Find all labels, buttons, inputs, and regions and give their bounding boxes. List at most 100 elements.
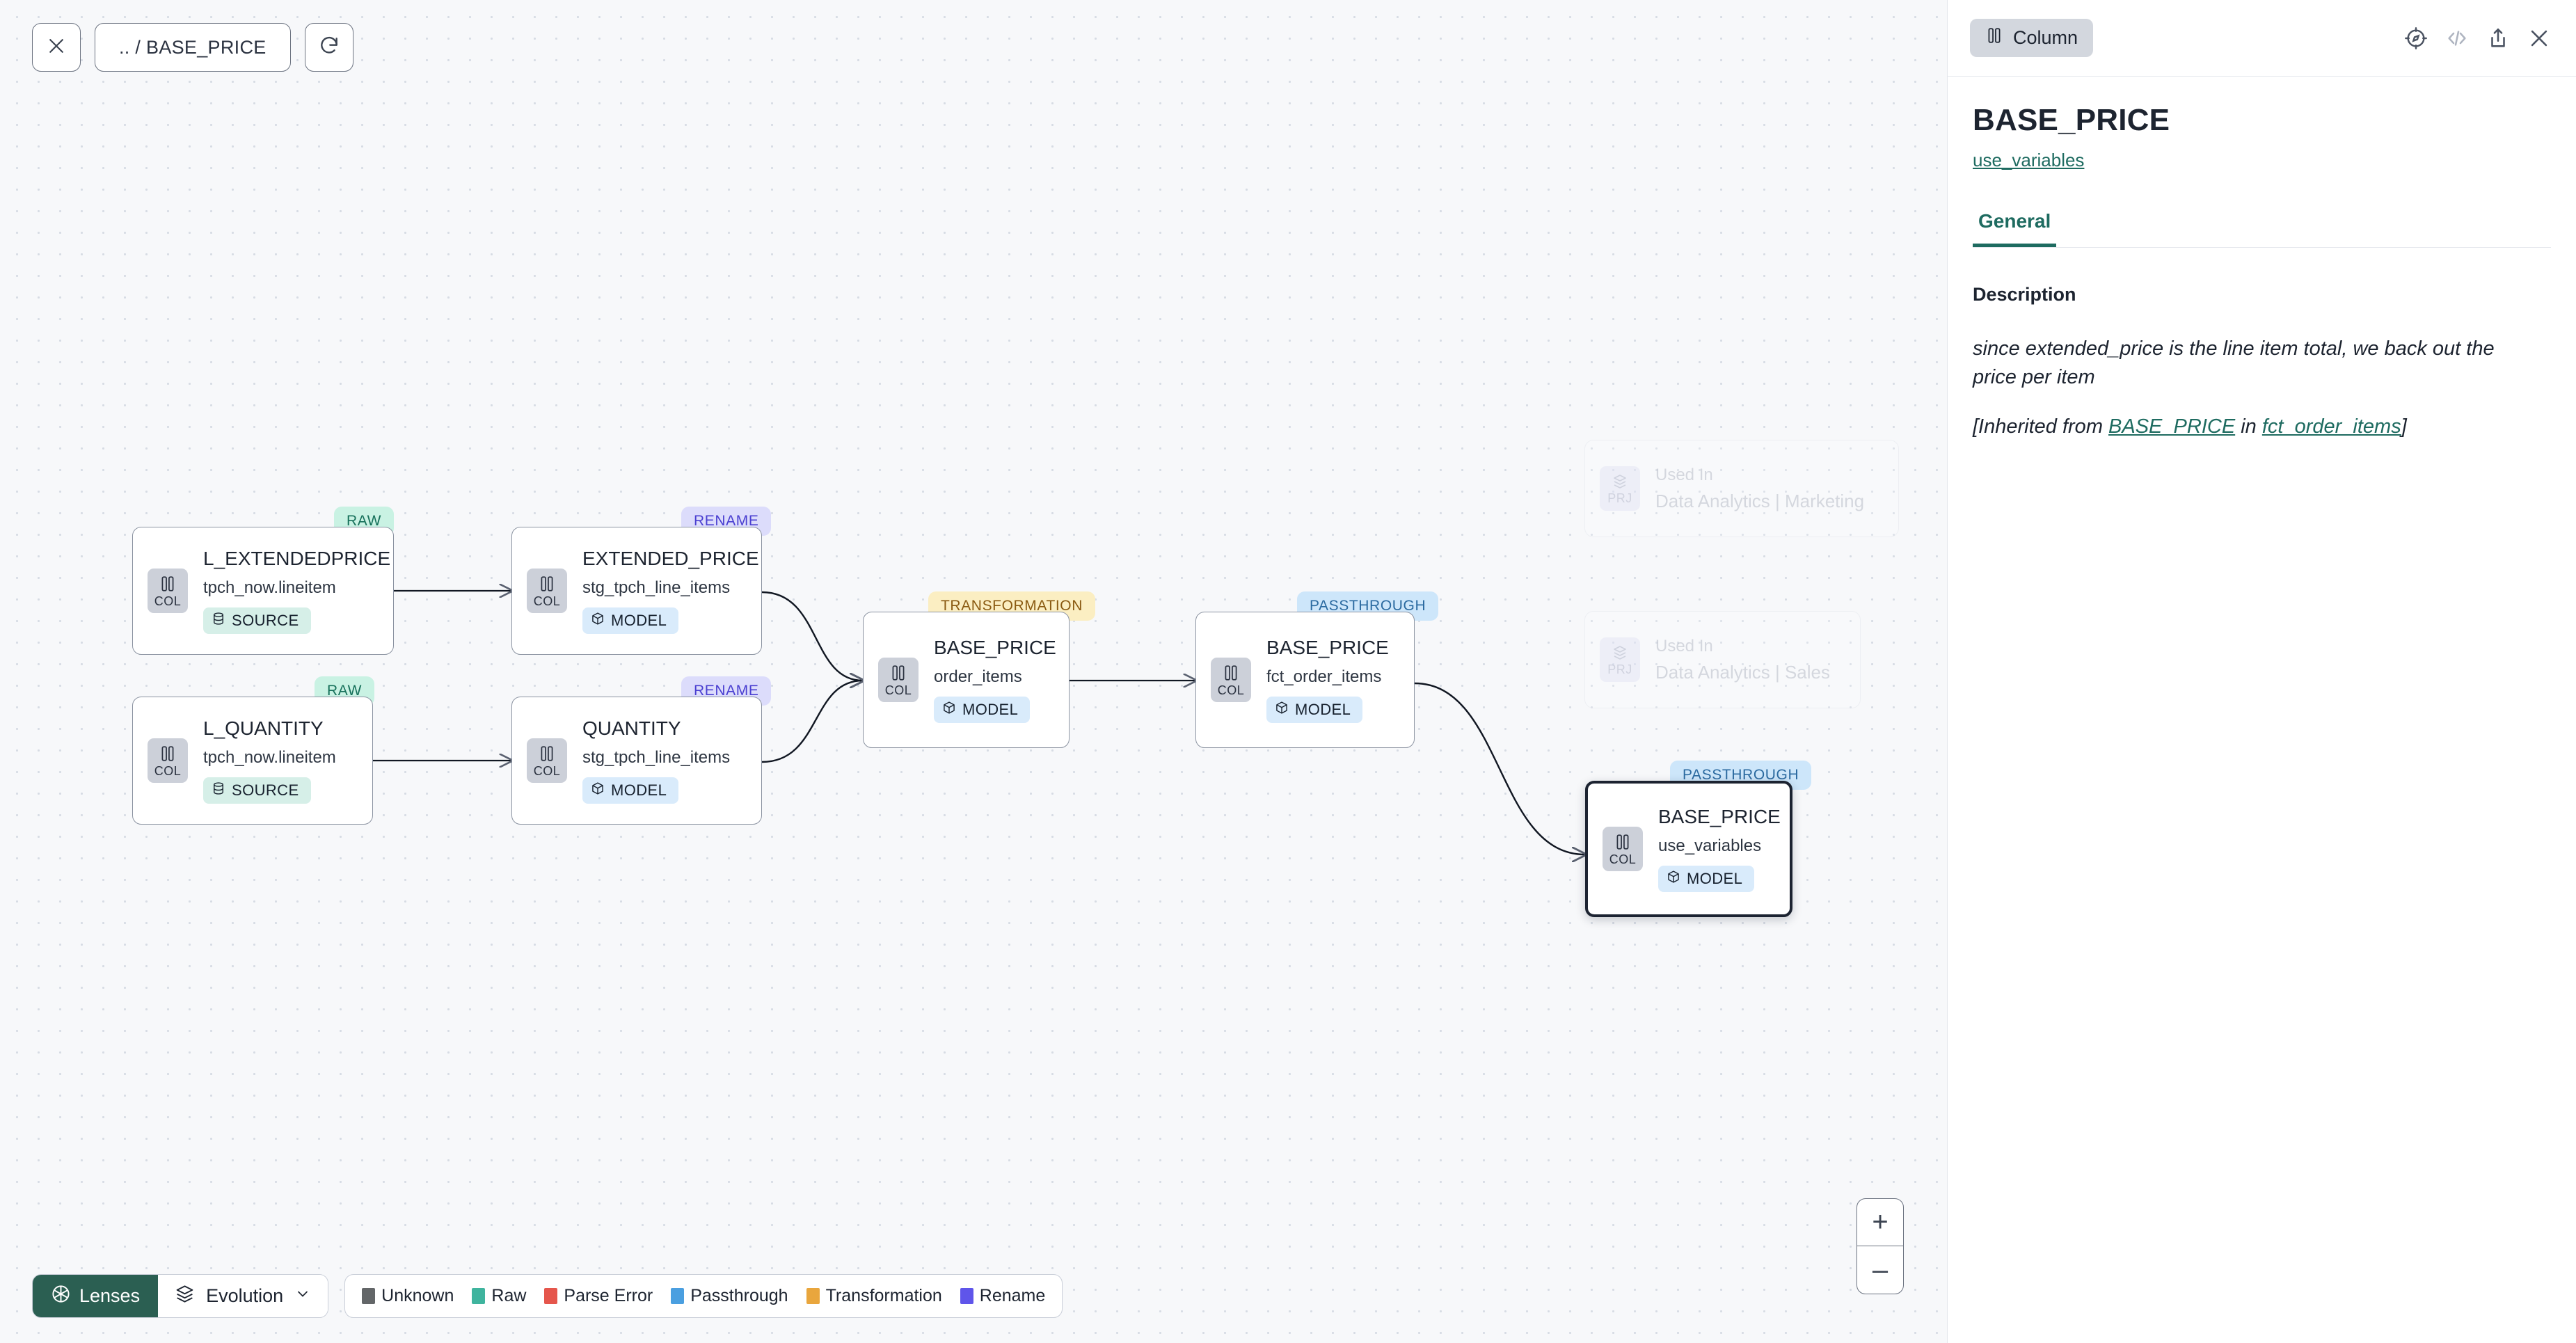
node-chip-model: MODEL <box>1266 696 1363 723</box>
project-icon: PRJ <box>1600 466 1640 511</box>
inherited-model-link[interactable]: fct_order_items <box>2261 415 2401 438</box>
code-icon[interactable] <box>2445 26 2469 50</box>
legend-label: Parse Error <box>564 1286 653 1305</box>
node-chip-label: MODEL <box>611 611 667 629</box>
column-icon <box>1985 26 2003 49</box>
node-l-quantity[interactable]: COL L_QUANTITY tpch_now.lineitem SOURCE <box>132 697 373 825</box>
column-icon: COL <box>527 738 567 783</box>
node-title: L_QUANTITY <box>203 717 324 740</box>
lineage-canvas[interactable]: .. / BASE_PRICE <box>0 0 1947 1343</box>
cube-icon <box>1667 870 1680 888</box>
inherited-middle: in <box>2235 415 2262 438</box>
node-chip-label: SOURCE <box>232 611 299 629</box>
node-body: BASE_PRICE fct_order_items MODEL <box>1251 637 1389 723</box>
database-icon <box>212 612 225 630</box>
node-base-price-order-items[interactable]: COL BASE_PRICE order_items MODEL <box>863 612 1070 748</box>
entity-type-badge: Column <box>1970 19 2094 57</box>
entity-type-label: Column <box>2013 27 2078 48</box>
node-body: BASE_PRICE order_items MODEL <box>919 637 1056 723</box>
evolution-dropdown[interactable]: Evolution <box>158 1275 328 1317</box>
node-title: BASE_PRICE <box>1658 806 1781 828</box>
close-button[interactable] <box>32 23 81 72</box>
used-in-body: Used In Data Analytics | Sales <box>1640 637 1830 683</box>
node-icon-label: COL <box>154 594 182 608</box>
node-subtitle: tpch_now.lineitem <box>203 578 336 597</box>
node-chip-label: MODEL <box>1687 869 1743 887</box>
close-icon[interactable] <box>2527 26 2551 50</box>
node-chip-label: SOURCE <box>232 781 299 799</box>
column-icon: COL <box>148 569 188 613</box>
panel-header-actions <box>2404 26 2551 50</box>
node-chip-model: MODEL <box>582 777 679 804</box>
node-title: L_EXTENDEDPRICE <box>203 548 391 570</box>
legend-item-rename: Rename <box>960 1286 1046 1306</box>
node-subtitle: use_variables <box>1658 836 1762 855</box>
zoom-in-button[interactable]: + <box>1857 1199 1903 1246</box>
legend-item-raw: Raw <box>472 1286 526 1306</box>
legend-swatch <box>960 1288 973 1304</box>
used-in-node-marketing[interactable]: PRJ Used In Data Analytics | Marketing <box>1584 440 1899 537</box>
legend-label: Raw <box>491 1286 527 1305</box>
cube-icon <box>1275 701 1289 719</box>
node-body: L_EXTENDEDPRICE tpch_now.lineitem SOURCE <box>188 548 391 634</box>
node-base-price-fct-order-items[interactable]: COL BASE_PRICE fct_order_items MODEL <box>1195 612 1415 748</box>
node-title: QUANTITY <box>582 717 681 740</box>
node-quantity[interactable]: COL QUANTITY stg_tpch_line_items MODEL <box>511 697 762 825</box>
tab-general[interactable]: General <box>1973 210 2057 247</box>
legend-swatch <box>806 1288 820 1304</box>
inherited-suffix: ] <box>2401 415 2407 438</box>
used-in-body: Used In Data Analytics | Marketing <box>1640 466 1864 512</box>
aperture-icon <box>51 1284 71 1309</box>
layers-icon <box>175 1284 195 1309</box>
node-icon-label: COL <box>1217 683 1245 697</box>
inherited-column-link[interactable]: BASE_PRICE <box>2108 415 2236 438</box>
canvas-bottom-bar: Lenses Evolution Unknown <box>32 1274 1063 1318</box>
used-in-label: Used In <box>1655 636 1713 655</box>
refresh-button[interactable] <box>304 23 353 72</box>
node-body: BASE_PRICE use_variables MODEL <box>1643 806 1781 892</box>
legend-label: Transformation <box>825 1286 942 1305</box>
node-l-extendedprice[interactable]: COL L_EXTENDEDPRICE tpch_now.lineitem SO… <box>132 527 394 655</box>
node-subtitle: tpch_now.lineitem <box>203 747 336 767</box>
node-title: EXTENDED_PRICE <box>582 548 759 570</box>
legend-swatch <box>671 1288 685 1304</box>
node-chip-model: MODEL <box>582 607 679 634</box>
evolution-label: Evolution <box>206 1285 284 1306</box>
node-icon-label: COL <box>533 594 561 608</box>
share-icon[interactable] <box>2486 26 2510 50</box>
used-in-icon-label: PRJ <box>1607 662 1632 676</box>
database-icon <box>212 781 225 800</box>
cube-icon <box>942 701 956 719</box>
used-in-node-sales[interactable]: PRJ Used In Data Analytics | Sales <box>1584 611 1861 708</box>
node-title: BASE_PRICE <box>934 637 1056 659</box>
used-in-value: Data Analytics | Sales <box>1655 661 1830 683</box>
zoom-out-button[interactable]: – <box>1872 1254 1889 1285</box>
model-link[interactable]: use_variables <box>1973 150 2085 170</box>
used-in-icon-label: PRJ <box>1607 491 1632 505</box>
description-inherited: [Inherited from BASE_PRICE in fct_order_… <box>1973 415 2551 438</box>
lenses-label: Lenses <box>79 1285 141 1306</box>
column-icon: COL <box>1211 658 1251 702</box>
column-icon: COL <box>1603 827 1643 871</box>
details-panel-header: Column <box>1948 0 2576 77</box>
inherited-prefix: [Inherited from <box>1973 415 2109 438</box>
breadcrumb[interactable]: .. / BASE_PRICE <box>95 23 291 72</box>
node-subtitle: stg_tpch_line_items <box>582 747 731 767</box>
legend-label: Passthrough <box>690 1286 788 1305</box>
legend-label: Rename <box>979 1286 1046 1305</box>
node-extended-price[interactable]: COL EXTENDED_PRICE stg_tpch_line_items M… <box>511 527 762 655</box>
column-icon: COL <box>148 738 188 783</box>
node-icon-label: COL <box>533 763 561 778</box>
chevron-down-icon <box>294 1285 311 1307</box>
lenses-button[interactable]: Lenses <box>33 1275 159 1317</box>
node-chip-source: SOURCE <box>203 777 311 804</box>
node-subtitle: order_items <box>934 667 1022 686</box>
node-base-price-use-variables[interactable]: COL BASE_PRICE use_variables MODEL <box>1585 781 1792 917</box>
description-text: since extended_price is the line item to… <box>1973 337 2495 389</box>
compass-icon[interactable] <box>2404 26 2428 50</box>
lenses-control-group: Lenses Evolution <box>32 1274 329 1318</box>
node-chip-label: MODEL <box>611 781 667 799</box>
used-in-value: Data Analytics | Marketing <box>1655 490 1865 511</box>
legend-swatch <box>472 1288 486 1304</box>
